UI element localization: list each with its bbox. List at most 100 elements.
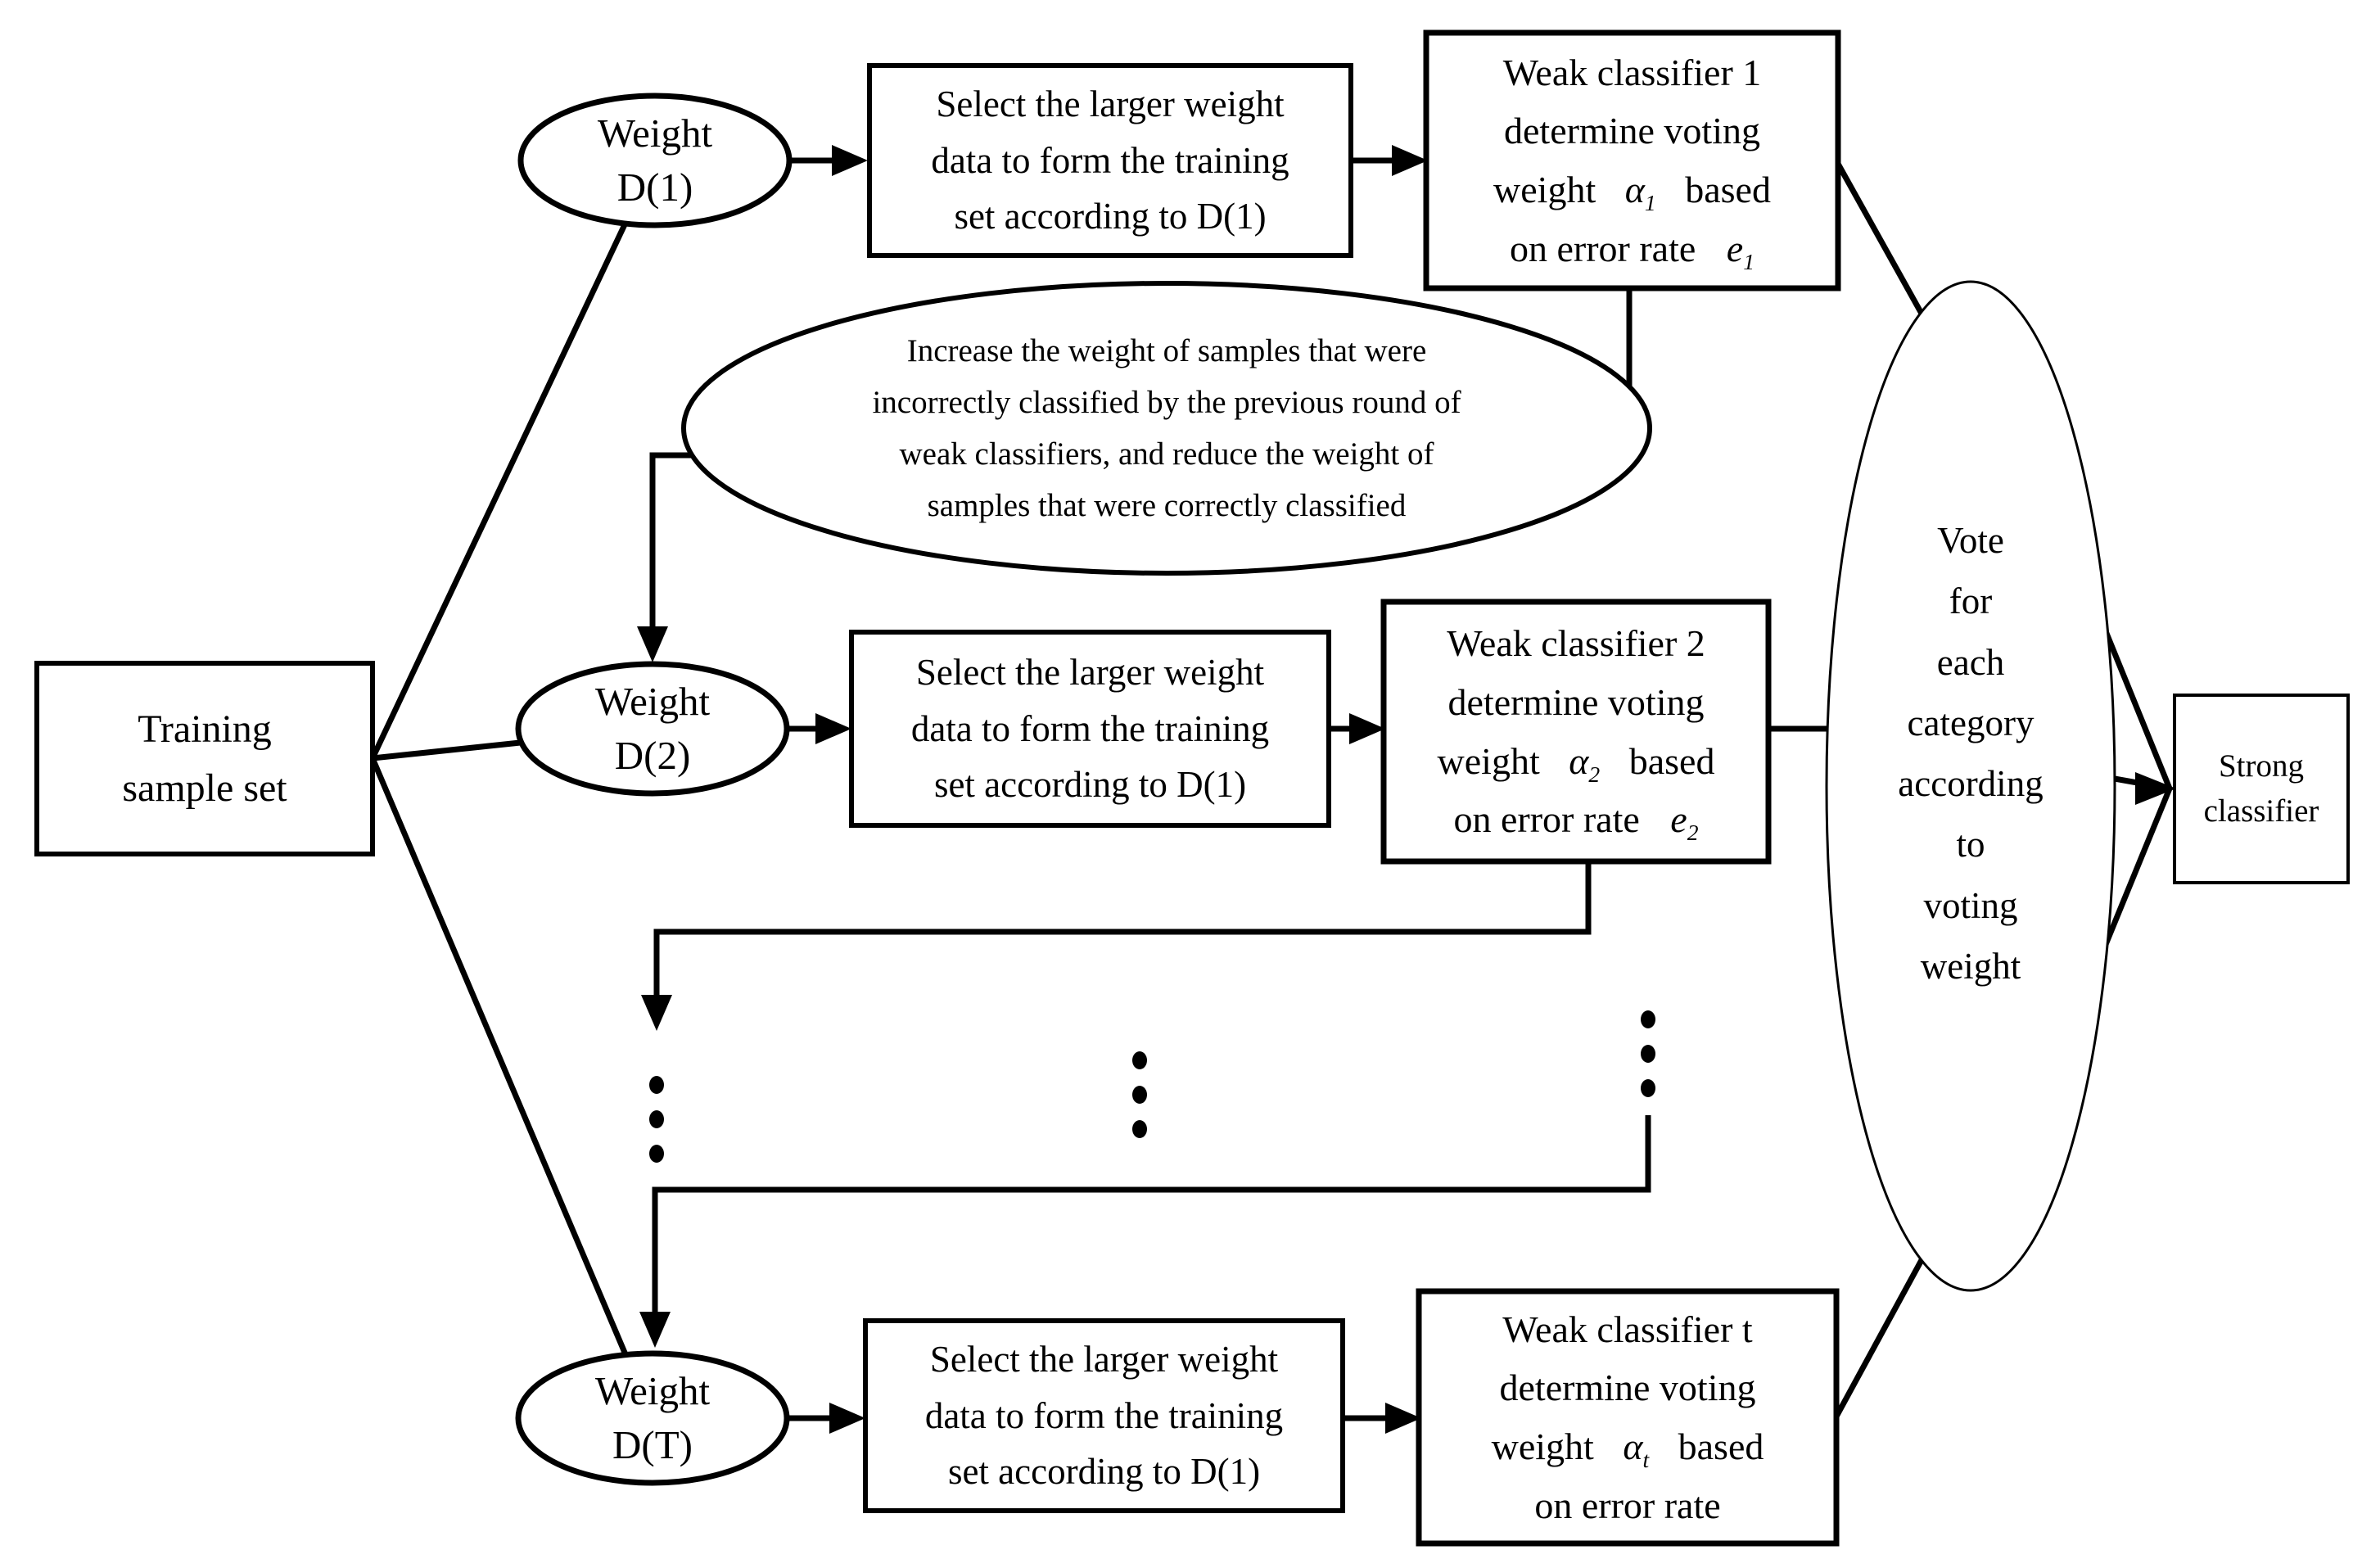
select-training-set-1-label: Select the larger weight data to form th… bbox=[869, 66, 1351, 255]
weak1-error-line: on error rate e1 bbox=[1510, 219, 1755, 278]
weak2-error-phrase: on error rate bbox=[1453, 798, 1640, 841]
select2-line-1: Select the larger weight bbox=[915, 652, 1265, 694]
dots-left-1 bbox=[649, 1076, 664, 1094]
arrowhead-into-weak1 bbox=[1392, 145, 1428, 176]
arrowhead-into-dt bbox=[639, 1312, 671, 1348]
weak2-error-symbol: e2 bbox=[1670, 798, 1698, 843]
weak2-box-shape bbox=[1380, 599, 1772, 865]
arrowhead-into-weak2 bbox=[1349, 713, 1385, 744]
select-training-set-2-label: Select the larger weight data to form th… bbox=[851, 632, 1329, 825]
dots-right-3 bbox=[1641, 1079, 1655, 1097]
weak2-alpha-symbol: α2 bbox=[1569, 739, 1600, 785]
select2-line-2: data to form the training bbox=[910, 707, 1270, 749]
weight-d1-line-2: D(1) bbox=[616, 165, 693, 210]
arrowhead-into-weakt bbox=[1385, 1403, 1421, 1434]
update-rule-ellipse-shape bbox=[681, 281, 1652, 576]
weak1-weight-word: weight bbox=[1493, 169, 1596, 210]
weak1-line-2: determine voting bbox=[1504, 110, 1760, 152]
weight-d1-label: Weight D(1) bbox=[521, 96, 789, 225]
node-shapes bbox=[34, 29, 2350, 1547]
edge-elbow-to-dt bbox=[652, 1115, 1651, 1314]
weight-dt-ellipse-shape bbox=[515, 1350, 790, 1486]
training-line-1: Training bbox=[138, 707, 272, 751]
weight-dt-label: Weight D(T) bbox=[518, 1353, 787, 1483]
arrowhead-weak2-elbow bbox=[641, 995, 672, 1031]
weight-dt-line-1: Weight bbox=[594, 1367, 711, 1413]
vote-line-7: voting bbox=[1923, 884, 2018, 926]
weak1-e-char: e bbox=[1726, 227, 1744, 269]
arrowhead-into-select3 bbox=[829, 1403, 865, 1434]
edge-training-to-dt bbox=[369, 757, 656, 1420]
weak1-alpha-symbol: α1 bbox=[1624, 169, 1656, 214]
training-box-shape bbox=[34, 661, 375, 856]
weak1-weight-line: weight α1 based bbox=[1493, 160, 1771, 219]
select3-box-shape bbox=[863, 1318, 1345, 1513]
select3-line-2: data to form the training bbox=[924, 1394, 1284, 1436]
weak2-weight-line: weight α2 based bbox=[1438, 732, 1715, 791]
training-sample-set-label: Training sample set bbox=[37, 663, 373, 854]
arrowhead-into-select2 bbox=[815, 713, 851, 744]
weakt-line-2: determine voting bbox=[1499, 1367, 1756, 1409]
update-weights-rule-label: Increase the weight of samples that were… bbox=[684, 283, 1650, 573]
select1-line-1: Select the larger weight bbox=[936, 84, 1285, 125]
weakt-error-line: on error rate bbox=[1534, 1484, 1721, 1526]
weak-classifier-2-label: Weak classifier 2 determine voting weigh… bbox=[1384, 602, 1768, 861]
vote-line-5: according bbox=[1898, 763, 2044, 804]
select3-line-3: set according to D(1) bbox=[947, 1451, 1261, 1493]
arrowhead-into-select1 bbox=[832, 145, 868, 176]
training-line-2: sample set bbox=[122, 766, 287, 810]
update-rule-line-2: incorrectly classified by the previous r… bbox=[872, 384, 1461, 420]
dots-left-3 bbox=[649, 1145, 664, 1163]
weakt-alpha-subscript: t bbox=[1642, 1447, 1650, 1473]
weight-dt-line-2: D(T) bbox=[612, 1422, 693, 1467]
weakt-alpha-char: α bbox=[1623, 1426, 1643, 1467]
select2-box-shape bbox=[849, 630, 1331, 828]
weight-d2-line-2: D(2) bbox=[614, 733, 691, 778]
weak2-alpha-char: α bbox=[1569, 739, 1589, 782]
vote-line-8: weight bbox=[1920, 945, 2021, 987]
weak2-based-word: based bbox=[1628, 739, 1715, 782]
weakt-weight-word: weight bbox=[1491, 1426, 1594, 1467]
vote-line-1: Vote bbox=[1937, 520, 2004, 561]
weak2-e-char: e bbox=[1670, 798, 1687, 841]
weakt-weight-line: weight αt based bbox=[1492, 1417, 1764, 1476]
weak2-e-subscript: 2 bbox=[1687, 820, 1699, 846]
weight-d1-ellipse-shape bbox=[517, 93, 793, 228]
weight-d1-line-1: Weight bbox=[597, 110, 713, 156]
dots-right-1 bbox=[1641, 1010, 1655, 1028]
vote-line-4: category bbox=[1907, 702, 2035, 743]
edge-weakt-to-vote bbox=[1833, 1239, 1935, 1418]
weak1-e-subscript: 1 bbox=[1743, 248, 1755, 274]
select3-line-1: Select the larger weight bbox=[929, 1339, 1279, 1380]
vote-ellipse-shape bbox=[1825, 280, 2116, 1292]
edge-training-to-d1 bbox=[369, 159, 658, 760]
weakt-based-word: based bbox=[1678, 1426, 1764, 1467]
ellipsis-dots bbox=[649, 1010, 1655, 1163]
select1-line-3: set according to D(1) bbox=[954, 196, 1267, 237]
dots-middle-3 bbox=[1132, 1120, 1147, 1138]
weight-d2-label: Weight D(2) bbox=[518, 664, 787, 793]
dots-right-2 bbox=[1641, 1045, 1655, 1063]
weakt-box-shape bbox=[1416, 1288, 1840, 1547]
weak1-alpha-char: α bbox=[1624, 169, 1645, 210]
weak2-weight-word: weight bbox=[1437, 739, 1540, 782]
weak2-line-2: determine voting bbox=[1447, 680, 1705, 723]
weak2-alpha-subscript: 2 bbox=[1588, 761, 1601, 787]
strong-classifier-label: Strong classifier bbox=[2175, 695, 2348, 883]
vote-line-2: for bbox=[1949, 581, 1993, 622]
select-training-set-3-label: Select the larger weight data to form th… bbox=[865, 1321, 1343, 1511]
update-rule-line-3: weak classifiers, and reduce the weight … bbox=[899, 436, 1434, 472]
select1-box-shape bbox=[867, 63, 1353, 258]
select1-line-2: data to form the training bbox=[931, 139, 1289, 181]
dots-middle-2 bbox=[1132, 1086, 1147, 1104]
update-rule-line-4: samples that were correctly classified bbox=[927, 488, 1407, 524]
arrowhead-into-d2 bbox=[637, 626, 668, 662]
vote-ellipse-label: Vote for each category according to voti… bbox=[1848, 499, 2093, 1007]
arrowhead-into-strong bbox=[2135, 772, 2176, 805]
weak1-box-shape bbox=[1423, 29, 1841, 291]
update-rule-line-1: Increase the weight of samples that were bbox=[906, 332, 1427, 368]
weak-classifier-1-label: Weak classifier 1 determine voting weigh… bbox=[1426, 33, 1838, 288]
weak1-alpha-subscript: 1 bbox=[1644, 190, 1656, 216]
